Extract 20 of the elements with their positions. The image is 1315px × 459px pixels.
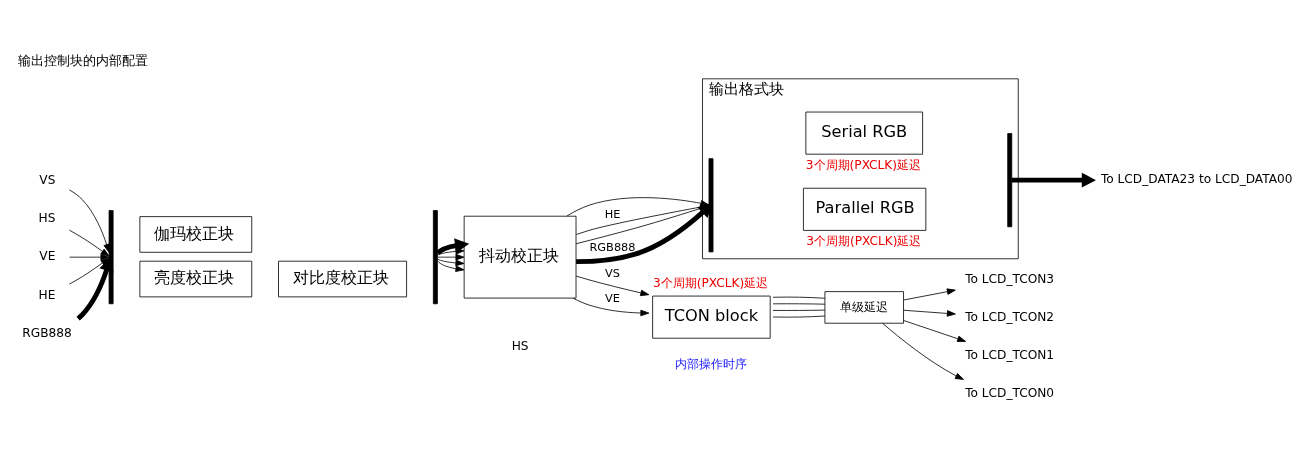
edge-label: RGB888 xyxy=(589,239,636,254)
node-label: 3个周期(PXCLK)延迟 xyxy=(806,233,922,248)
node-text: HS xyxy=(38,210,56,225)
node-text: To LCD_TCON3 xyxy=(965,271,1055,286)
node-label: 3个周期(PXCLK)延迟 xyxy=(805,157,922,172)
diagram-title: 输出控制块的内部配置 xyxy=(18,52,149,68)
node-text: VS xyxy=(39,172,56,187)
node-text: To LCD_DATA23 to LCD_DATA00 xyxy=(1100,171,1293,186)
node-text: To LCD_TCON2 xyxy=(965,309,1055,324)
node-text: HE xyxy=(38,287,56,301)
edge-label: HE xyxy=(604,206,621,221)
edge-label: VS xyxy=(605,265,620,280)
node-text: To LCD_TCON0 xyxy=(965,385,1055,400)
node-text: RGB888 xyxy=(22,325,72,340)
edge-label: VE xyxy=(605,290,620,305)
label: 内部操作时序 xyxy=(675,356,748,371)
node-label: 3个周期(PXCLK)延迟 xyxy=(653,275,769,290)
label: HS xyxy=(511,338,529,353)
node-text: VE xyxy=(39,248,56,263)
node-text: To LCD_TCON1 xyxy=(965,347,1055,362)
